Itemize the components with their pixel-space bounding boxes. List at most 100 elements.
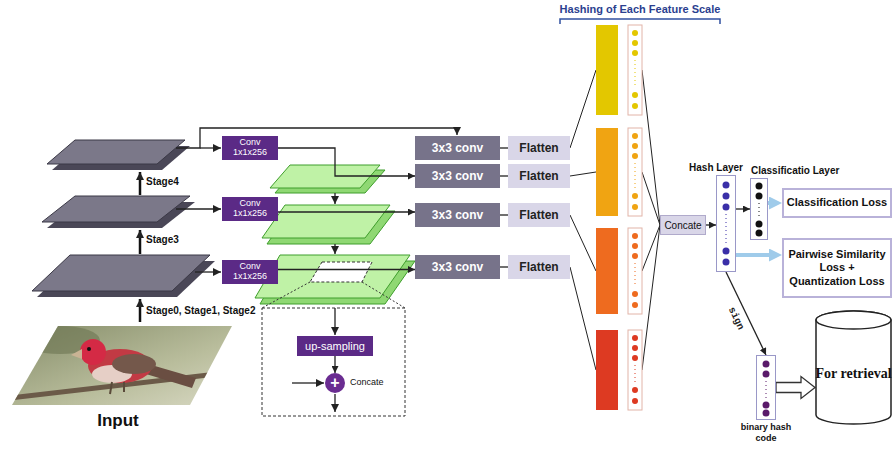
hash-column [628,128,642,216]
section-title: Hashing of Each Feature Scale [560,3,721,15]
connector [334,356,335,373]
wire [195,271,221,272]
cylinder-body [816,311,891,424]
stage-label: Stage0, Stage1, Stage2 [146,305,256,316]
wire [176,208,221,209]
conv-box: 3x3 conv [415,136,500,160]
bird-leg [123,382,125,392]
connector [736,208,750,209]
node-text: 3x3 conv [432,169,483,183]
node-text: Conv 1x1x256 [228,199,272,219]
class-dots [756,183,763,237]
loss-box: Classification Loss [782,188,892,218]
photo-background [0,320,240,410]
input-photo [0,320,240,410]
connector [278,148,415,176]
node-text: Classificatio Layer [751,165,839,176]
concat-circle: +Concate [325,373,345,393]
stage-label: Stage4 [146,176,179,187]
node-text: binary hash code [734,422,798,444]
connector [500,266,508,267]
feature-plane [262,205,390,238]
node-text: 3x3 conv [432,208,483,222]
loss-arrow [736,253,777,257]
connector [500,175,508,176]
connector [278,269,415,270]
node-text: For retrieval [815,366,891,382]
wire [642,225,660,370]
output-dots [723,182,770,417]
node-text: Conv 1x1x256 [228,262,272,282]
node-text: Classification Loss [787,196,887,209]
wire [642,172,660,225]
hash-column [628,330,642,410]
bird-eye [87,347,91,351]
hash-layer: Hash Layer [716,175,736,272]
node-text: Pairwise Similarity Loss + Quantization … [785,248,889,288]
conv-box: Conv 1x1x256 [222,136,278,160]
stage-arrow [139,172,142,195]
feature-plane [32,255,210,291]
stage-arrow [139,230,142,254]
zoom-box [262,308,405,416]
connector [278,211,415,212]
node-text: Flatten [519,169,558,183]
node-text: Hash Layer [689,162,743,173]
hash-column [628,25,642,115]
node-text: 3x3 conv [432,141,483,155]
node-text: + [330,375,339,391]
scale-hash-bars [560,19,720,410]
bird-leg [110,382,112,394]
feature-bar [596,25,618,115]
pyramid-features [255,165,415,416]
flatten-box: Flatten [508,136,570,160]
feature-plane [42,196,190,222]
cylinder-top [816,311,891,329]
node-text: Flatten [519,141,558,155]
upsampling-box: up-sampling [297,336,373,356]
conv-box: 3x3 conv [415,203,500,227]
stage-arrow [139,299,142,322]
stage-label: Stage3 [146,234,179,245]
feature-plane [255,255,410,298]
hash-dots [632,335,638,404]
input-label: Input [97,411,139,431]
wire [570,215,596,271]
hash-dots [723,182,730,266]
hash-dots [632,133,638,210]
connector [726,272,766,355]
flatten-box: Flatten [508,203,570,227]
conv-box: Conv 1x1x256 [222,197,278,221]
zoom-region [310,262,372,282]
wire [642,70,660,225]
node-text: Concate [350,378,384,387]
conv-box: 3x3 conv [415,164,500,188]
flatten-box: Flatten [508,255,570,279]
node-text: Flatten [519,208,558,222]
feature-bar [596,330,618,410]
feature-bar [596,228,618,314]
node-text: Conv 1x1x256 [228,138,272,158]
bird-beak [71,349,82,359]
hash-code: binary hash code [756,355,776,420]
wire [200,147,221,148]
connector [500,214,508,215]
hash-dots [632,30,638,109]
connector [706,224,716,225]
wire [570,70,596,148]
connector [500,147,508,148]
database-cylinder: For retrieval [815,310,892,425]
wire [334,308,335,335]
hash-dots [632,233,638,308]
wire [334,394,335,412]
zoom-leader [362,282,405,308]
node-text: up-sampling [305,340,365,352]
wire [570,267,596,370]
wire [570,172,596,176]
hash-column [628,228,642,314]
loss-arrow [768,201,777,205]
node-text: Flatten [519,260,558,274]
